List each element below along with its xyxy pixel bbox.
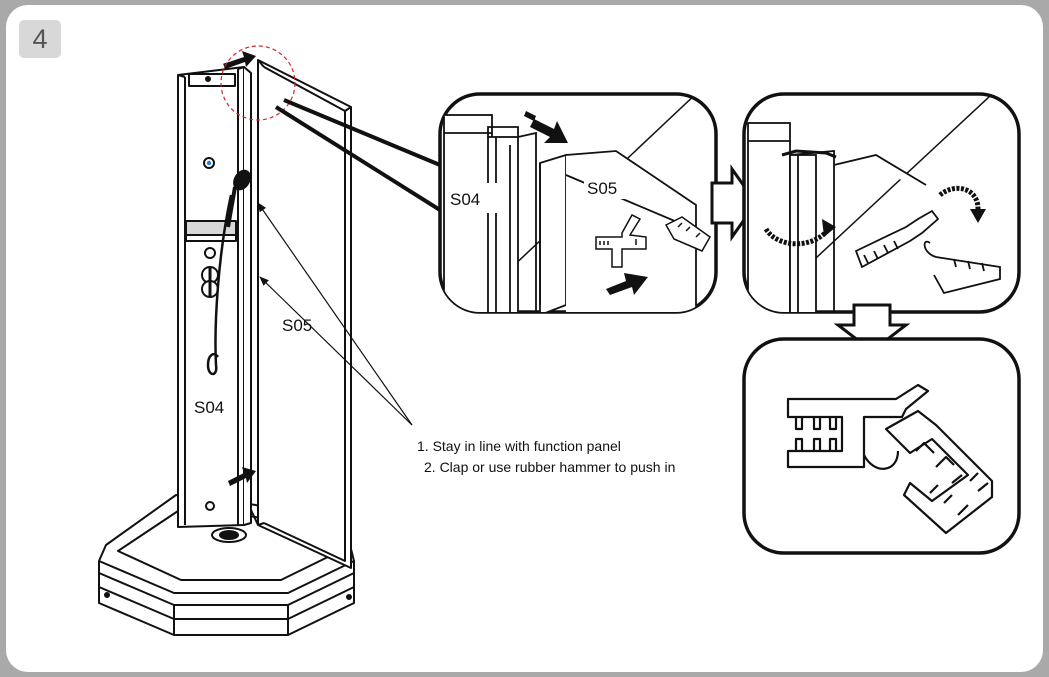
detail-label-s05: S05 [587,179,617,198]
detail-1-push-arrows [524,111,648,295]
shower-tray [98,494,355,636]
function-panel-s04 [177,66,252,543]
seal-strip-rotating [854,209,1001,295]
instruction-leaders [257,202,413,426]
step-number-badge: 4 [19,20,61,58]
diagram-frame: 4 [6,5,1043,672]
seal-profile-straight [786,383,930,469]
push-arrow-top [223,51,256,70]
detail-label-s04: S04 [450,190,480,209]
seal-strip-a [595,214,647,268]
push-arrow-bottom [228,467,256,486]
instruction-line-1: 1. Stay in line with function panel [417,438,621,454]
seal-profile-angled [884,409,994,535]
detail-3-installed-seal [742,337,1021,555]
detail-1-profile-insertion: S04 S05 [438,92,718,314]
instruction-line-2: 2. Clap or use rubber hammer to push in [424,459,675,475]
label-s04: S04 [194,398,224,417]
label-s05: S05 [282,316,312,335]
glass-panel-s05 [250,59,352,569]
seal-strip-b [664,216,711,252]
detail-highlight-circle [220,45,296,121]
detail-2-profile-rotation [742,92,1021,314]
shower-unit [98,51,355,636]
installation-diagram: S04 S05 1. Stay in line with function pa… [98,45,1021,636]
rotation-arrow-right [938,185,986,223]
zoom-lines [274,98,442,212]
rotation-arrow-left [763,219,836,247]
